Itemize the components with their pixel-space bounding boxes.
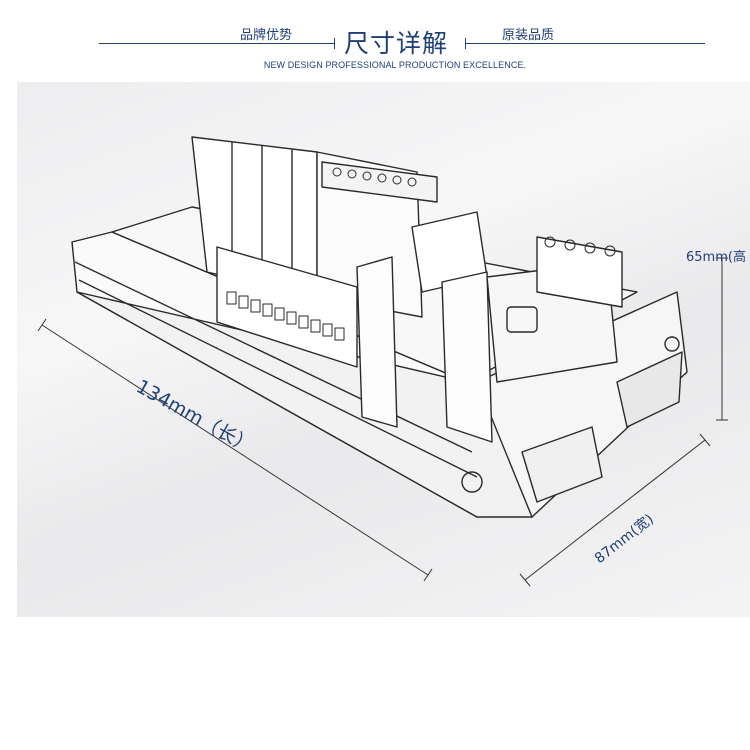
page-title: 尺寸详解 (344, 29, 449, 58)
page-subtitle: NEW DESIGN PROFESSIONAL PRODUCTION EXCEL… (263, 60, 527, 70)
section-header: 品牌优势 尺寸详解 原装品质 NEW DESIGN PROFESSIONAL P… (0, 0, 750, 80)
header-rule-right (465, 43, 705, 44)
header-tick-left (334, 38, 335, 49)
header-rule-left (99, 43, 335, 44)
original-quality-label: 原装品质 (502, 28, 555, 43)
height-dimension-label: 65mm(高 (686, 250, 746, 265)
brand-advantage-label: 品牌优势 (240, 28, 293, 43)
